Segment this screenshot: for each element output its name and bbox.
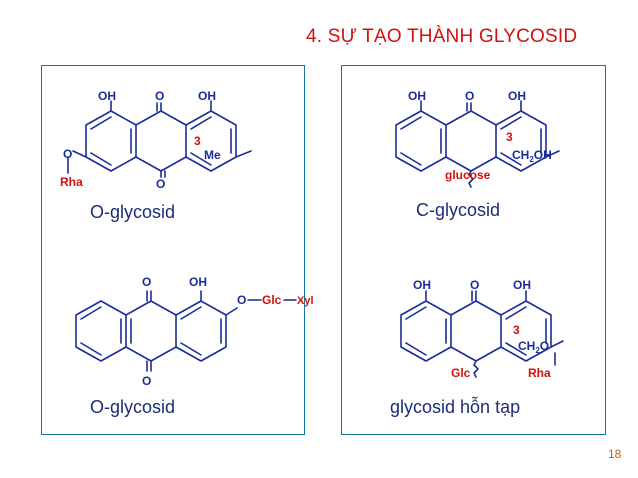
label-o-link: O [237, 293, 246, 307]
label-sugar-glc: Glc [262, 293, 282, 307]
caption-o-glycosid-2: O-glycosid [90, 397, 176, 417]
label-rha: Rha [60, 175, 83, 189]
label-o-bottom: O [142, 374, 151, 388]
label-oh-1: OH [408, 89, 426, 103]
label-o-top: O [142, 275, 151, 289]
structure-o-glycosid-1: OH O OH 3 Me O Rha O [60, 89, 252, 191]
label-position-3: 3 [513, 323, 520, 337]
label-o-bottom: O [156, 177, 165, 191]
label-oh: OH [189, 275, 207, 289]
label-o-top: O [470, 278, 479, 292]
label-oh-1: OH [98, 89, 116, 103]
label-glucose: glucose [445, 168, 491, 182]
caption-o-glycosid-1: O-glycosid [90, 202, 176, 222]
structure-o-glycosid-2: O OH O Glc Xyl O [75, 275, 314, 388]
label-oh-2: OH [198, 89, 216, 103]
structure-c-glycosid: OH O OH 3 CH2OH glucose [395, 89, 560, 188]
label-o-top: O [465, 89, 474, 103]
slide-title: 4. SỰ TẠO THÀNH GLYCOSID [306, 26, 578, 47]
label-glc: Glc [451, 366, 471, 380]
panel-o-glycosid-1 [41, 65, 305, 435]
structure-mixed-glycosid: OH O OH 3 CH2O Glc Rha [400, 278, 564, 380]
label-position-3: 3 [506, 130, 513, 144]
caption-c-glycosid: C-glycosid [416, 200, 501, 220]
label-ch2o: CH2O [518, 339, 549, 355]
label-oh-2: OH [508, 89, 526, 103]
label-oh-1: OH [413, 278, 431, 292]
label-methyl: Me [204, 148, 221, 162]
label-sugar-xyl: Xyl [297, 295, 314, 307]
label-o-side: O [63, 147, 72, 161]
label-o-top: O [155, 89, 164, 103]
label-rha: Rha [528, 366, 551, 380]
caption-mixed-glycosid: glycosid hỗn tạp [390, 397, 521, 417]
label-oh-2: OH [513, 278, 531, 292]
label-position-3: 3 [194, 134, 201, 148]
page-number: 18 [608, 447, 622, 461]
label-ch2oh: CH2OH [512, 148, 552, 164]
